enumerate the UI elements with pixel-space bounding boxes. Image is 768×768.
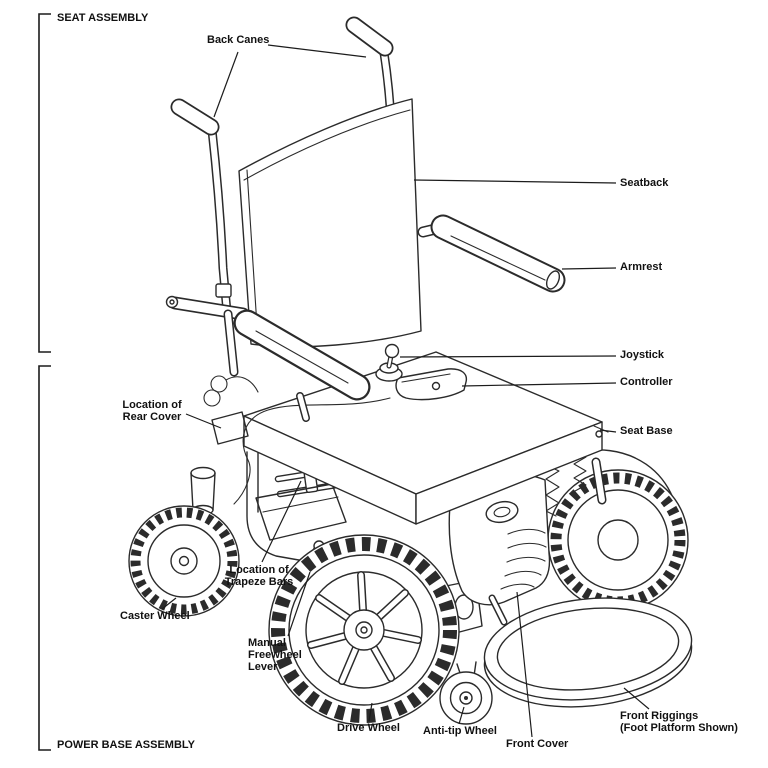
leader-front-riggings [623, 687, 650, 710]
label-power-base-assembly: POWER BASE ASSEMBLY [57, 739, 195, 751]
label-front-riggings: Front Riggings (Foot Platform Shown) [620, 710, 738, 734]
label-seat-base: Seat Base [620, 425, 673, 437]
controller-cable-drawing [203, 375, 391, 505]
foot-platform-drawing [483, 594, 693, 708]
leader-controller [461, 382, 617, 387]
label-trapeze-bars: Location of Trapeze Bars [224, 564, 294, 588]
label-caster-wheel: Caster Wheel [120, 610, 190, 622]
leader-trapeze-bars [261, 480, 302, 563]
label-front-cover: Front Cover [506, 738, 569, 750]
leader-back-canes-right [267, 44, 367, 58]
left-armrest-drawing [233, 309, 371, 422]
caster-wheel-drawing [128, 505, 240, 617]
label-back-canes: Back Canes [207, 34, 270, 46]
rear-wheel-suspension-drawing [545, 449, 689, 611]
leader-front-cover [516, 591, 533, 738]
front-cover-drawing [448, 472, 551, 606]
label-armrest: Armrest [620, 261, 663, 273]
right-armrest-drawing [417, 214, 566, 293]
seat-assembly-bracket [38, 13, 51, 353]
leader-back-canes-left [213, 51, 239, 118]
leader-seat-base [599, 429, 617, 433]
label-seatback: Seatback [620, 177, 669, 189]
leader-joystick [399, 355, 617, 358]
seatback-drawing [238, 98, 422, 348]
label-rear-cover: Location of Rear Cover [122, 399, 182, 423]
label-controller: Controller [620, 376, 673, 388]
power-base-assembly-bracket [38, 365, 51, 751]
label-anti-tip-wheel: Anti-tip Wheel [423, 725, 497, 737]
leader-lines [161, 44, 650, 738]
anti-tip-wheel-drawing [439, 661, 493, 725]
leader-rear-cover [185, 413, 222, 429]
leader-anti-tip-wheel [458, 706, 465, 725]
leader-freewheel-lever [287, 571, 311, 637]
controller-drawing [375, 343, 468, 401]
leader-armrest [561, 267, 617, 270]
leader-caster-wheel [161, 597, 177, 610]
back-canes-drawing [165, 16, 397, 377]
leader-seatback [413, 179, 617, 184]
assembly-brackets [38, 13, 51, 751]
label-drive-wheel: Drive Wheel [337, 722, 400, 734]
label-freewheel-lever: Manual Freewheel Lever [248, 637, 302, 673]
drive-wheel-drawing [268, 534, 460, 726]
leader-drive-wheel [368, 702, 373, 722]
label-seat-assembly: SEAT ASSEMBLY [57, 12, 149, 24]
label-joystick: Joystick [620, 349, 665, 361]
